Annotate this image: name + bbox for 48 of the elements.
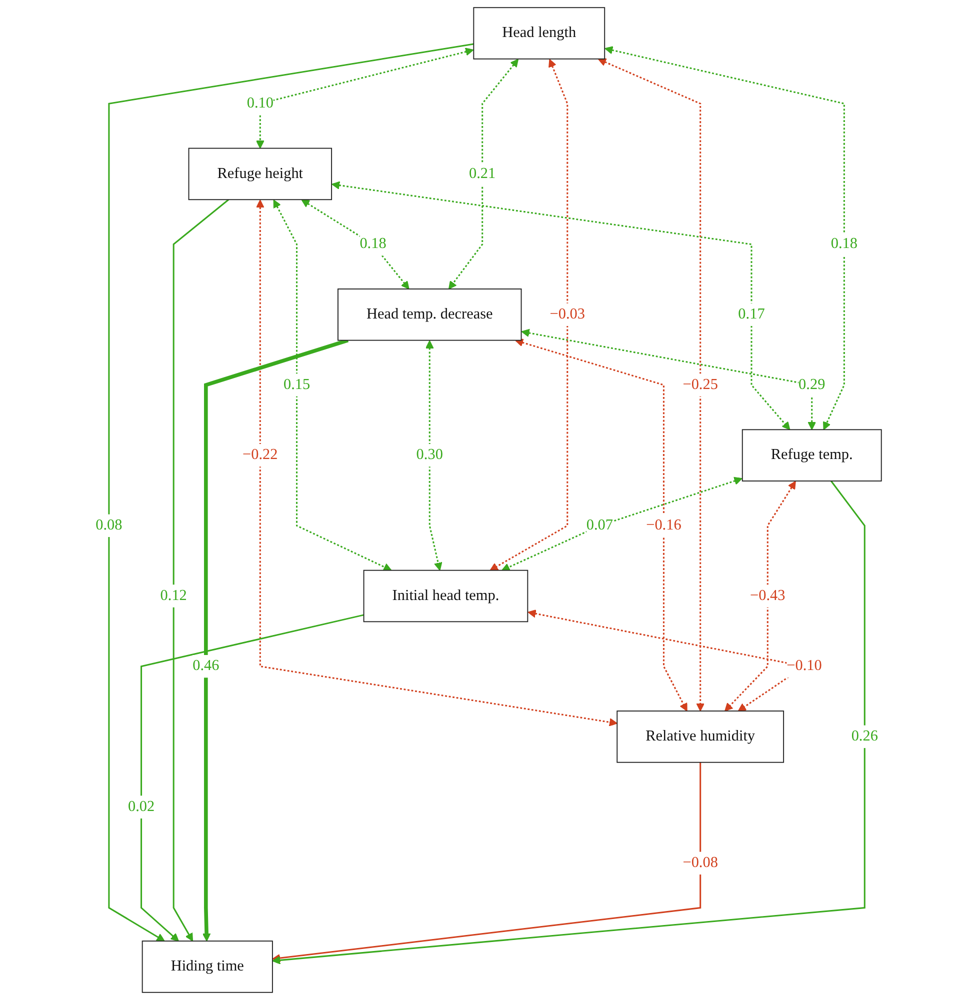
arrow xyxy=(272,762,702,962)
edge-label: 0.46 xyxy=(192,658,220,674)
arrow xyxy=(425,340,442,571)
edge-label: −0.43 xyxy=(750,587,786,604)
arrow xyxy=(598,58,705,712)
node-box: Head length xyxy=(473,7,606,60)
node-box: Hiding time xyxy=(142,940,273,993)
arrow xyxy=(108,43,474,942)
arrow xyxy=(256,200,618,726)
edge-label: 0.10 xyxy=(246,95,274,112)
edge-label: −0.25 xyxy=(682,376,718,393)
edge-label: 0.18 xyxy=(830,236,858,252)
arrow xyxy=(515,338,688,712)
edge-label: 0.18 xyxy=(360,236,386,252)
edge-label: 0.29 xyxy=(798,376,826,393)
edge-label: 0.07 xyxy=(586,517,614,534)
node-box: Head temp. decrease xyxy=(338,288,522,341)
edge-label: 0.12 xyxy=(160,587,187,604)
arrow xyxy=(332,181,790,430)
edge-label: −0.16 xyxy=(646,517,682,534)
edge-label: −0.22 xyxy=(242,446,278,463)
edge-label: −0.03 xyxy=(550,306,585,322)
edge-label: 0.21 xyxy=(469,165,496,182)
arrow xyxy=(604,46,845,430)
arrow xyxy=(256,48,474,149)
arrow xyxy=(172,199,230,942)
node-box: Refuge temp. xyxy=(742,429,882,482)
arrow xyxy=(140,614,364,942)
edge-label: 0.08 xyxy=(96,517,122,534)
node-box: Refuge height xyxy=(188,148,332,200)
arrow xyxy=(490,58,568,571)
edge-label: 0.17 xyxy=(738,306,765,322)
arrow xyxy=(448,58,519,290)
edge-label: −0.10 xyxy=(786,658,822,674)
arrow xyxy=(273,200,392,571)
edge-label: 0.26 xyxy=(851,728,878,744)
arrow xyxy=(202,338,349,942)
arrow xyxy=(502,476,742,572)
arrow xyxy=(521,328,816,430)
arrow xyxy=(724,480,796,712)
edge-label: 0.30 xyxy=(416,446,443,463)
node-box: Initial head temp. xyxy=(363,570,528,622)
arrow xyxy=(272,480,866,964)
edge-label: 0.15 xyxy=(283,376,310,393)
arrow xyxy=(301,199,410,290)
edge-label: 0.02 xyxy=(128,798,155,815)
node-box: Relative humidity xyxy=(616,710,784,763)
edge-label: −0.08 xyxy=(682,854,718,871)
